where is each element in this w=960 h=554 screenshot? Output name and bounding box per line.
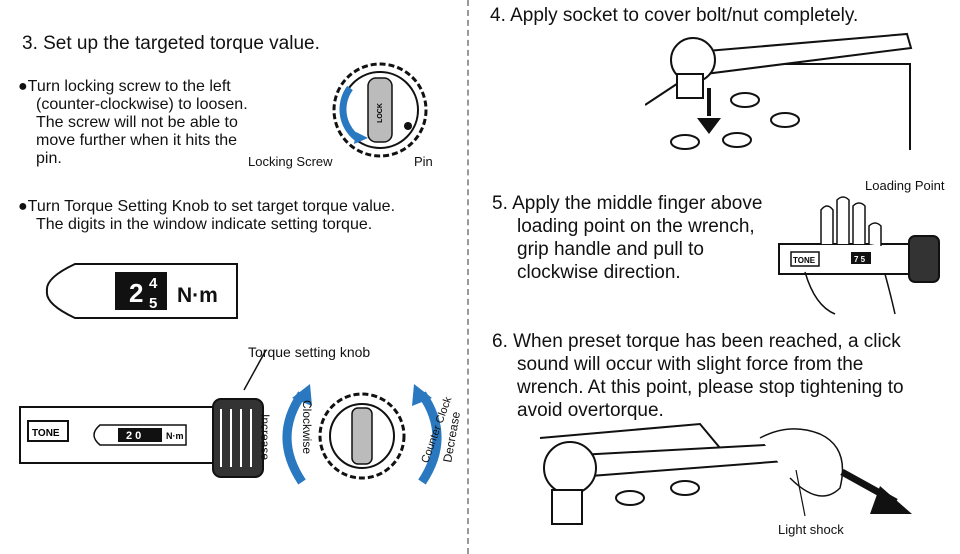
window-value: 2 0	[126, 430, 141, 442]
step-line: clockwise direction.	[517, 262, 681, 283]
step-line: avoid overtorque.	[517, 400, 664, 421]
bullet-locking-screw: ●Turn locking screw to the left (counter…	[18, 78, 288, 168]
step-3-title: 3. Set up the targeted torque value.	[22, 33, 320, 54]
step5-window-value: 7 5	[854, 255, 866, 264]
brand-label: TONE	[793, 256, 816, 265]
hand-grip-illustration: TONE 7 5	[778, 196, 940, 315]
step-4-title: 4. Apply socket to cover bolt/nut comple…	[490, 5, 859, 26]
step-5-text: 5. Apply the middle finger above loading…	[492, 192, 762, 284]
bullet-line: ●Turn locking screw to the left	[18, 78, 231, 95]
brand-label: TONE	[32, 428, 60, 439]
display-unit: N·m	[177, 284, 218, 307]
column-divider	[467, 0, 469, 554]
clockwise-label: Clockwise	[300, 399, 315, 455]
window-unit: N·m	[166, 431, 184, 441]
increase-label: Increase	[258, 413, 273, 461]
bullet-line: move further when it hits the	[36, 132, 237, 149]
display-digit: 2	[129, 278, 143, 308]
bullet-line: The digits in the window indicate settin…	[36, 216, 373, 233]
bullet-line: pin.	[36, 150, 62, 167]
display-bottom-digit: 5	[149, 295, 157, 312]
locking-screw-label: Locking Screw	[248, 154, 333, 169]
bullet-torque-knob: ●Turn Torque Setting Knob to set target …	[18, 198, 395, 234]
pull-wrench-illustration	[539, 422, 912, 525]
step-line: wrench. At this point, please stop tight…	[517, 377, 904, 398]
lock-text: LOCK	[377, 103, 384, 123]
step-line: grip handle and pull to	[517, 239, 704, 260]
knob-label: Torque setting knob	[248, 344, 371, 360]
socket-on-bolt-illustration	[645, 32, 913, 150]
pin-label: Pin	[414, 154, 433, 169]
step-line: 5. Apply the middle finger above	[492, 193, 763, 214]
lock-dial-illustration: LOCK	[332, 62, 428, 158]
bullet-line: (counter-clockwise) to loosen.	[36, 96, 248, 113]
loading-point-label: Loading Point	[865, 178, 945, 193]
wrench-handle-illustration: TONE 2 0 N·m	[19, 398, 264, 478]
display-top-digit: 4	[149, 275, 158, 292]
step-line: loading point on the wrench,	[517, 216, 755, 237]
step-line: sound will occur with slight force from …	[517, 354, 864, 375]
knob-pointer-line	[243, 349, 267, 391]
rotation-dial-illustration	[282, 384, 442, 485]
bullet-line: The screw will not be able to	[36, 114, 238, 131]
bullet-line: ●Turn Torque Setting Knob to set target …	[18, 198, 396, 215]
step-6-text: 6. When preset torque has been reached, …	[492, 330, 904, 422]
torque-display-window: 2 4 5 N·m	[45, 263, 238, 319]
light-shock-label: Light shock	[778, 522, 844, 537]
step-line: 6. When preset torque has been reached, …	[492, 331, 901, 352]
